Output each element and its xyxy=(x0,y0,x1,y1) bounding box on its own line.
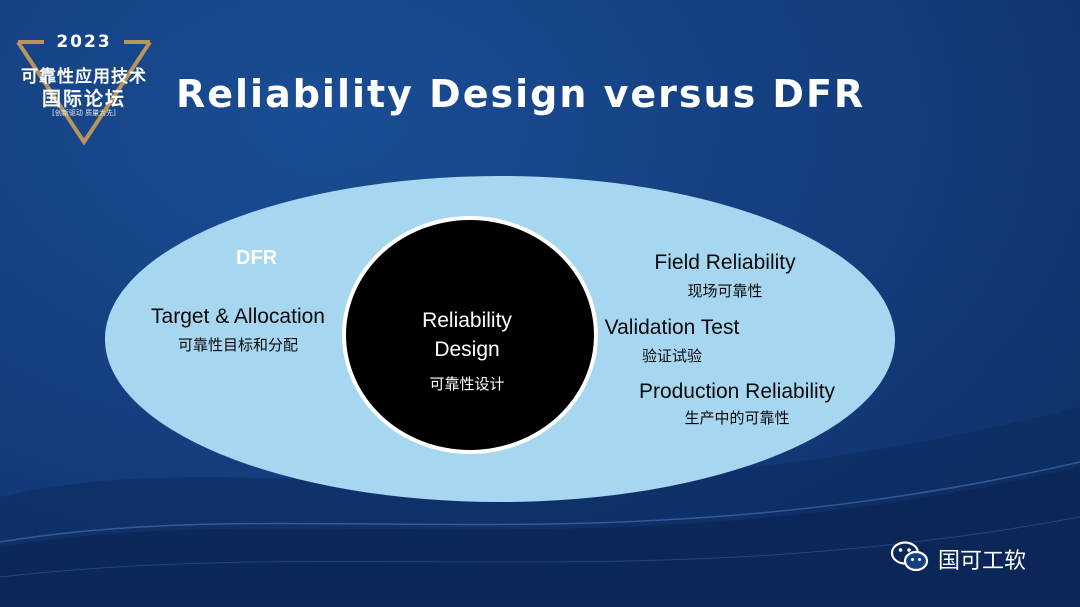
dfr-label: DFR xyxy=(236,247,278,269)
target-allocation-cn: 可靠性目标和分配 xyxy=(177,336,298,354)
reliability-design-circle xyxy=(342,216,598,454)
field-reliability-label: Field Reliability xyxy=(654,251,796,274)
validation-test-cn: 验证试验 xyxy=(641,347,702,365)
logo-line-2: 国际论坛 xyxy=(41,88,126,110)
field-reliability-cn: 现场可靠性 xyxy=(687,282,763,300)
watermark-text: 国可工软 xyxy=(938,549,1027,574)
wave-decoration xyxy=(0,407,1080,607)
center-label-en-2: Design xyxy=(434,338,500,361)
forum-logo: 2023 可靠性应用技术 国际论坛 [创新驱动 质量为先] xyxy=(14,28,164,148)
logo-chevron-icon xyxy=(16,40,152,146)
logo-line-1: 可靠性应用技术 xyxy=(21,67,147,87)
logo-year: 2023 xyxy=(56,32,112,52)
production-reliability-cn: 生产中的可靠性 xyxy=(684,409,790,427)
target-allocation-label: Target & Allocation xyxy=(151,305,325,328)
center-label-en-1: Reliability xyxy=(422,309,512,332)
center-label-cn: 可靠性设计 xyxy=(429,375,505,393)
validation-test-label: Validation Test xyxy=(604,316,740,339)
production-reliability-label: Production Reliability xyxy=(638,380,836,403)
wechat-watermark: 国可工软 xyxy=(890,538,1060,578)
wechat-icon xyxy=(890,541,929,572)
logo-tagline: [创新驱动 质量为先] xyxy=(52,109,116,117)
slide-title: Reliability Design versus DFR xyxy=(176,72,866,116)
